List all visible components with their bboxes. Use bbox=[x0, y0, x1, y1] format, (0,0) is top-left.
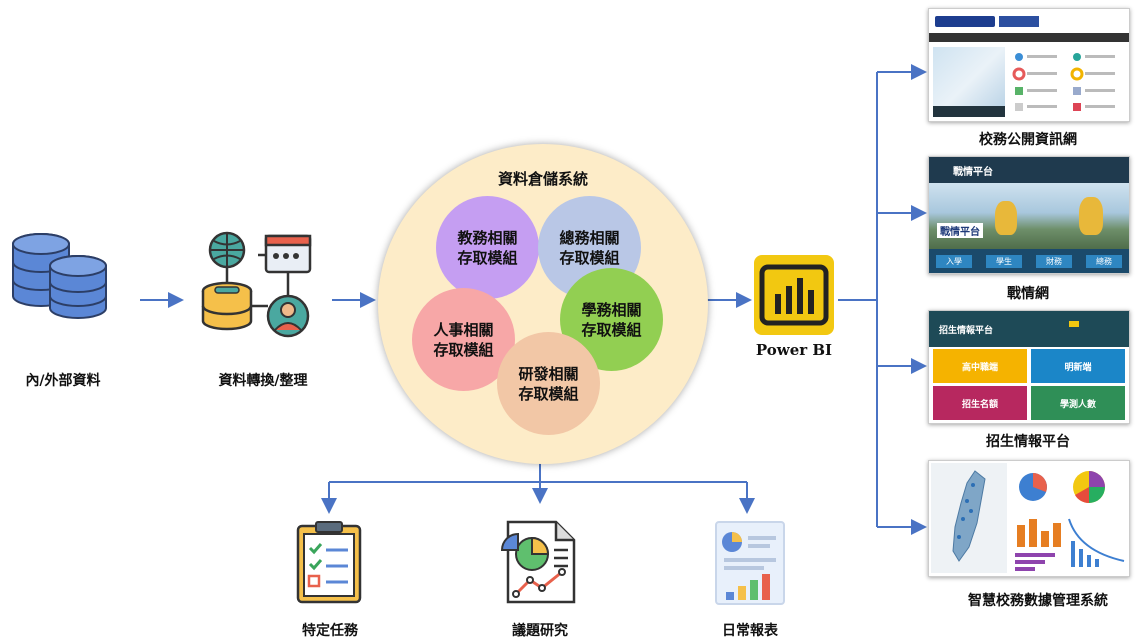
output-label-1: 校務公開資訊網 bbox=[979, 132, 1077, 148]
warehouse-title: 資料倉儲系統 bbox=[497, 170, 588, 188]
thumbnail-public-info-site bbox=[928, 8, 1130, 122]
checklist-icon bbox=[296, 521, 362, 604]
war-room-button[interactable]: 財務 bbox=[1036, 254, 1072, 268]
daily-report-icon bbox=[715, 521, 785, 605]
module-academic: 教務相關存取模組 bbox=[436, 196, 539, 299]
bottom-label-1: 特定任務 bbox=[302, 623, 358, 639]
recruit-banner: 招生情報平台 bbox=[939, 326, 994, 336]
site-hero-image bbox=[933, 47, 1005, 117]
war-room-campus-photo: 戰情平台 bbox=[929, 183, 1129, 249]
university-logo bbox=[935, 16, 995, 27]
site-nav-bar bbox=[929, 33, 1129, 42]
mascot-left-icon bbox=[995, 201, 1017, 235]
war-room-button[interactable]: 總務 bbox=[1086, 254, 1122, 268]
output-label-3: 招生情報平台 bbox=[986, 434, 1070, 450]
hero-caption bbox=[933, 106, 1005, 117]
database-icon bbox=[12, 233, 107, 319]
thumbnail-recruitment-platform: 招生情報平台 高中職端 明新端 招生名額 學測人數 bbox=[928, 310, 1130, 424]
bottom-label-2: 議題研究 bbox=[512, 623, 568, 639]
war-room-header: 戰情平台 bbox=[929, 157, 1129, 183]
bar-chart-icon bbox=[1017, 519, 1061, 547]
dashboard-graphics bbox=[929, 461, 1129, 576]
bottom-label-3: 日常報表 bbox=[722, 623, 778, 639]
mascot-right-icon bbox=[1079, 197, 1103, 235]
recruit-header: 招生情報平台 bbox=[929, 311, 1129, 347]
module-research: 研發相關存取模組 bbox=[497, 332, 600, 435]
taiwan-map-icon bbox=[952, 470, 986, 562]
decay-line-icon bbox=[1068, 518, 1125, 562]
war-room-banner: 戰情平台 bbox=[953, 167, 993, 178]
powerbi-label: Power BI bbox=[755, 341, 833, 359]
output-label-2: 戰情網 bbox=[1007, 286, 1049, 302]
recruit-tile[interactable]: 明新端 bbox=[1031, 349, 1125, 383]
powerbi-logo-icon bbox=[754, 255, 834, 335]
etl-label: 資料轉換/整理 bbox=[218, 373, 308, 389]
site-banner-tag bbox=[999, 16, 1039, 27]
recruit-badge bbox=[1069, 321, 1079, 327]
site-stat-icons bbox=[1012, 53, 1115, 111]
war-room-button[interactable]: 學生 bbox=[986, 254, 1022, 268]
horizontal-bar-icon bbox=[1015, 553, 1055, 571]
recruit-tile[interactable]: 高中職端 bbox=[933, 349, 1027, 383]
output-label-4: 智慧校務數據管理系統 bbox=[968, 593, 1108, 609]
thumbnail-smart-campus-dashboard bbox=[928, 460, 1130, 577]
war-room-button[interactable]: 入學 bbox=[936, 254, 972, 268]
data-integration-icon bbox=[201, 231, 312, 338]
site-header bbox=[929, 9, 1129, 33]
war-room-button-bar: 入學 學生 財務 總務 bbox=[929, 249, 1129, 273]
analysis-report-icon bbox=[500, 520, 576, 604]
recruit-tile[interactable]: 招生名額 bbox=[933, 386, 1027, 420]
recruit-tile[interactable]: 學測人數 bbox=[1031, 386, 1125, 420]
sources-label: 內/外部資料 bbox=[25, 373, 101, 389]
war-room-logo-text: 戰情平台 bbox=[937, 223, 983, 238]
thumbnail-war-room: 戰情平台 戰情平台 入學 學生 財務 總務 bbox=[928, 156, 1130, 274]
module-student-affairs: 學務相關存取模組 bbox=[560, 268, 663, 371]
